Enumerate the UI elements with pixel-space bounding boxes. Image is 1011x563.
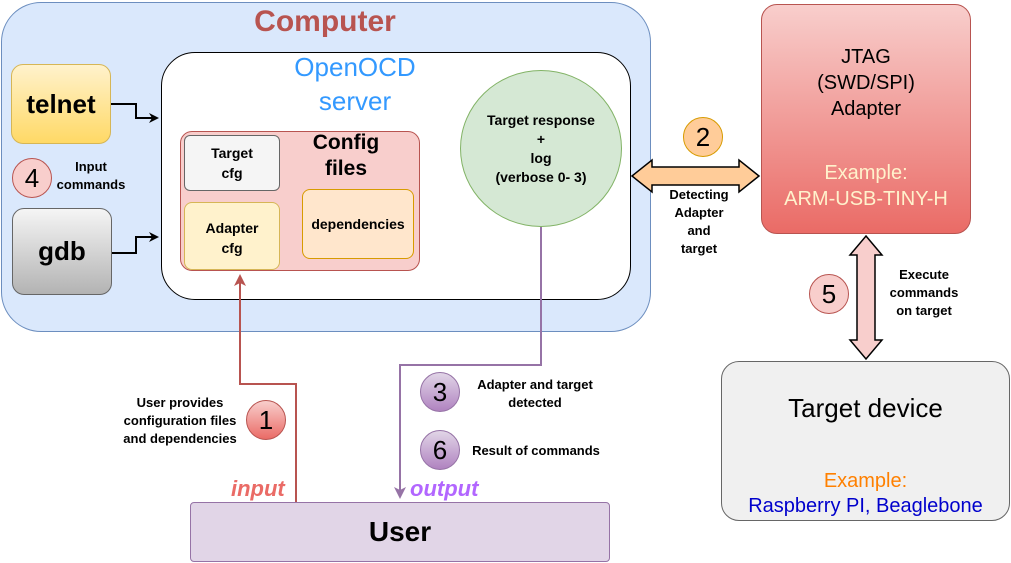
target-device-title: Target device — [788, 392, 943, 423]
step-5-badge: 5 — [809, 274, 849, 314]
step-4-line1: Input — [75, 159, 107, 174]
output-label: output — [410, 476, 479, 501]
step-6-line1: Result of commands — [472, 443, 600, 458]
target-response-line4: (verbose 0- 3) — [495, 169, 587, 185]
target-response-line2: + — [536, 131, 546, 147]
jtag-device-double-arrow — [848, 234, 884, 361]
step-5-line1: Execute — [899, 267, 949, 282]
step-2-line4: target — [680, 241, 718, 256]
step-5-line3: on target — [896, 303, 952, 318]
step-3-line2: detected — [508, 395, 562, 410]
config-files-title-line1: Config — [312, 131, 380, 154]
step-1-line3: and dependencies — [123, 431, 237, 446]
adapter-cfg-line2: cfg — [221, 240, 243, 256]
target-response-line1: Target response — [487, 112, 595, 128]
jtag-line1: JTAG — [841, 45, 891, 68]
step-4-badge: 4 — [12, 158, 52, 198]
target-device-example-label: Example: — [823, 469, 908, 492]
step-1-line2: configuration files — [123, 413, 237, 428]
jtag-line2: (SWD/SPI) — [817, 71, 915, 94]
step-1-line1: User provides — [136, 395, 224, 410]
step-2-line2: Adapter — [674, 205, 724, 220]
target-device-example-value: Raspberry PI, Beaglebone — [748, 494, 983, 517]
openocd-title-line1: OpenOCD — [294, 51, 416, 82]
step-4-line2: commands — [56, 177, 126, 192]
openocd-title-line2: server — [318, 85, 392, 116]
step-6-badge: 6 — [420, 430, 460, 470]
target-cfg-box[interactable]: Target cfg — [184, 135, 280, 191]
step-3-badge: 3 — [420, 372, 460, 412]
jtag-line3: Adapter — [830, 97, 902, 120]
telnet-client[interactable]: telnet — [11, 64, 111, 144]
target-cfg-line1: Target — [211, 145, 253, 161]
user-box[interactable]: User — [190, 502, 610, 562]
adapter-cfg-line1: Adapter — [205, 220, 259, 236]
input-label: input — [231, 476, 285, 501]
step-2-line3: and — [687, 223, 711, 238]
jtag-example-label: Example: — [824, 161, 908, 184]
target-response-line3: log — [530, 150, 552, 166]
step-5-line2: commands — [889, 285, 959, 300]
jtag-example-value: ARM-USB-TINY-H — [784, 187, 948, 210]
adapter-cfg-box[interactable]: Adapter cfg — [184, 202, 280, 270]
step-2-line1: Detecting — [669, 187, 729, 202]
target-device-box[interactable]: Target device Example: Raspberry PI, Bea… — [721, 361, 1010, 521]
step-1-badge: 1 — [246, 400, 286, 440]
config-files-title-line2: files — [324, 157, 368, 180]
step-3-line1: Adapter and target — [477, 377, 593, 392]
computer-title: Computer — [254, 5, 396, 38]
target-response-circle: Target response + log (verbose 0- 3) — [460, 70, 622, 227]
dependencies-box[interactable]: dependencies — [302, 189, 414, 259]
step-2-badge: 2 — [683, 117, 723, 157]
target-cfg-line2: cfg — [221, 165, 243, 181]
jtag-adapter-box[interactable]: JTAG (SWD/SPI) Adapter Example: ARM-USB-… — [761, 4, 971, 234]
gdb-client[interactable]: gdb — [12, 208, 112, 295]
